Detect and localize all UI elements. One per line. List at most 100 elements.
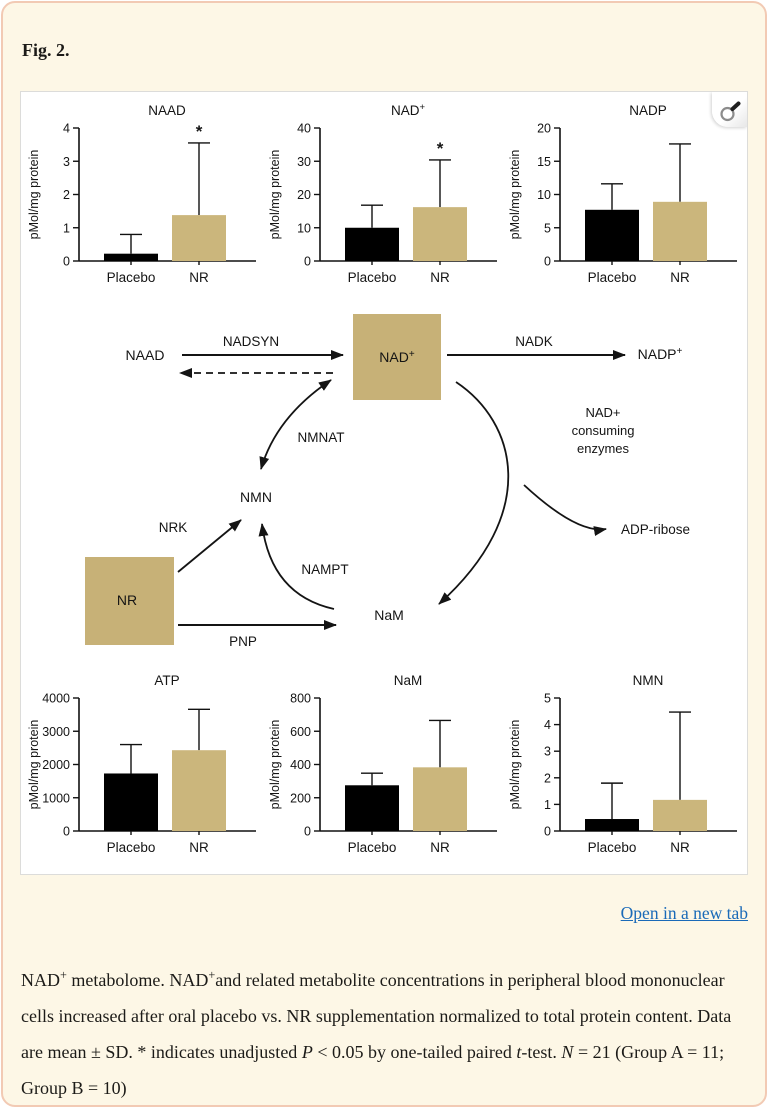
y-tick-label: 600: [290, 725, 311, 739]
significance-asterisk: *: [196, 122, 203, 141]
bar-nr: [172, 750, 226, 831]
y-tick-label: 1000: [42, 791, 70, 805]
x-tick-label: NR: [430, 270, 450, 285]
y-tick-label: 400: [290, 758, 311, 772]
diagram-label-adp-ribose: ADP-ribose: [621, 522, 690, 537]
x-tick-label: Placebo: [107, 270, 156, 285]
diagram-label-nmnat: NMNAT: [298, 430, 345, 445]
x-tick-label: NR: [670, 840, 690, 855]
x-tick-label: NR: [670, 270, 690, 285]
y-tick-label: 5: [544, 692, 551, 706]
y-tick-label: 15: [537, 155, 551, 169]
diagram-label-nadsyn: NADSYN: [223, 334, 279, 349]
chart-title: NAAD: [148, 103, 186, 118]
significance-asterisk: *: [436, 139, 443, 158]
y-tick-label: 5: [544, 221, 551, 235]
arrow-nampt: [258, 523, 335, 610]
diagram-label-nad: NAD+: [379, 349, 415, 365]
y-tick-label: 20: [537, 122, 551, 136]
bar-nr: [412, 767, 467, 831]
diagram-label-pnp: PNP: [229, 634, 257, 649]
x-tick-label: Placebo: [588, 840, 637, 855]
y-tick-label: 0: [304, 255, 311, 269]
y-axis-label: pMol/mg protein: [27, 720, 41, 810]
chart-title: NMN: [633, 673, 664, 688]
y-tick-label: 0: [63, 825, 70, 839]
y-tick-label: 0: [544, 825, 551, 839]
magnifier-icon: [719, 101, 740, 121]
link-row: Open in a new tab: [20, 902, 748, 926]
y-tick-label: 4: [544, 718, 551, 732]
x-tick-label: NR: [430, 840, 450, 855]
figure-caption: NAD+ metabolome. NAD+and related metabol…: [21, 968, 732, 1098]
chart-atp: ATP pMol/mg protein 0 1000 2000 3000 4000Place…: [27, 673, 256, 855]
chart-title: NAD+: [390, 102, 425, 118]
diagram-label-consuming-1: NAD+: [585, 405, 620, 420]
y-tick-label: 3000: [42, 725, 70, 739]
arrow-adp-ribose: [523, 484, 607, 536]
y-tick-label: 1: [544, 798, 551, 812]
y-tick-label: 0: [544, 255, 551, 269]
diagram-label-nadp: NADP+: [638, 346, 683, 362]
arrow-nrk: [177, 519, 242, 573]
y-tick-label: 3: [63, 155, 70, 169]
y-tick-label: 1: [63, 221, 70, 235]
bar-placebo: [344, 785, 399, 831]
bar-nr: [412, 207, 467, 261]
chart-title: ATP: [154, 673, 179, 688]
y-tick-label: 10: [537, 188, 551, 202]
y-axis-label: pMol/mg protein: [508, 150, 522, 240]
chart-title: NADP: [629, 103, 667, 118]
zoom-figure-button[interactable]: [712, 92, 747, 127]
y-tick-label: 4: [63, 122, 70, 136]
bar-nr: [653, 201, 707, 261]
bar-placebo: [104, 773, 158, 831]
open-new-tab-link[interactable]: Open in a new tab: [620, 903, 748, 923]
nad-box: [353, 314, 441, 400]
bar-nr: [653, 799, 707, 831]
diagram-label-naad: NAAD: [126, 347, 165, 363]
y-tick-label: 2: [544, 771, 551, 785]
y-axis-label: pMol/mg protein: [268, 150, 282, 240]
y-tick-label: 2: [63, 188, 70, 202]
x-tick-label: NR: [189, 840, 209, 855]
diagram-label-nadk: NADK: [515, 334, 553, 349]
x-tick-label: NR: [189, 270, 209, 285]
figure-label: Fig. 2.: [22, 40, 70, 60]
x-tick-label: Placebo: [107, 840, 156, 855]
y-tick-label: 800: [290, 692, 311, 706]
bar-placebo: [104, 253, 158, 261]
y-tick-label: 4000: [42, 692, 70, 706]
nr-box: [85, 557, 174, 645]
x-tick-label: Placebo: [588, 270, 637, 285]
arrow-nmnat: [259, 379, 332, 470]
bar-nr: [172, 215, 226, 261]
y-tick-label: 10: [297, 221, 311, 235]
diagram-label-consuming-3: enzymes: [577, 441, 630, 456]
y-tick-label: 2000: [42, 758, 70, 772]
chart-title: NaM: [393, 673, 422, 688]
bar-placebo: [585, 819, 639, 831]
diagram-label-nrk: NRK: [159, 520, 188, 535]
y-tick-label: 0: [304, 825, 311, 839]
y-tick-label: 20: [297, 188, 311, 202]
diagram-label-nampt: NAMPT: [301, 562, 348, 577]
y-tick-label: 40: [297, 122, 311, 136]
y-axis-label: pMol/mg protein: [27, 150, 41, 240]
diagram-label-nam: NaM: [374, 607, 404, 623]
y-tick-label: 0: [63, 255, 70, 269]
bar-placebo: [344, 227, 399, 261]
x-tick-label: Placebo: [347, 270, 396, 285]
metabolic-pathway-diagram: NAD+ NR NAAD NADSYN NADK NADP+ NMNAT NMN…: [85, 314, 690, 649]
y-axis-label: pMol/mg protein: [268, 720, 282, 810]
bar-placebo: [585, 209, 639, 261]
